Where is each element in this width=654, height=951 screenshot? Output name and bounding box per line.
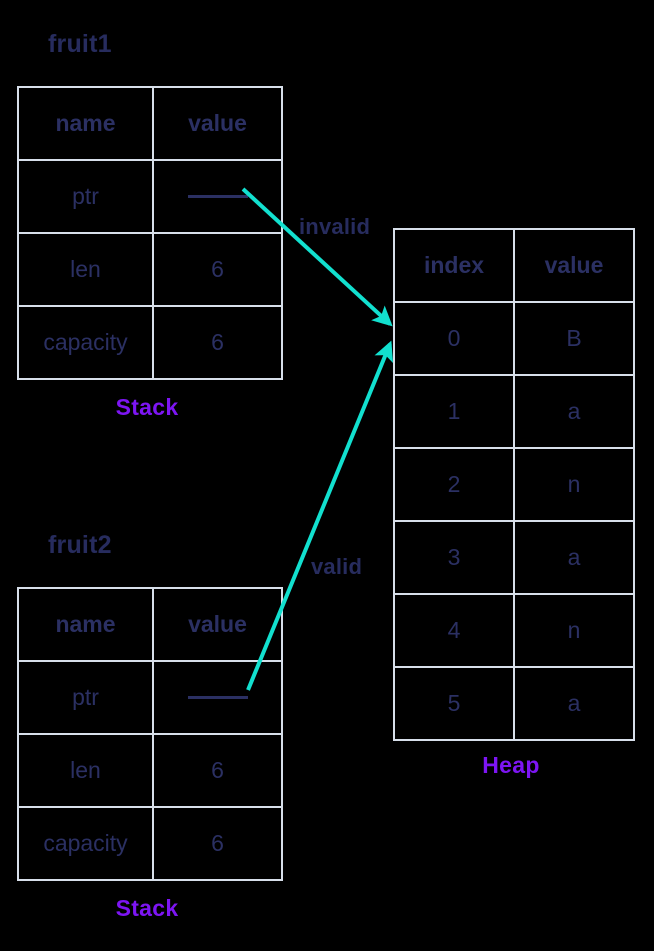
field-value-ptr (152, 660, 283, 735)
stack-table-fruit1: name value ptr len 6 capacity 6 (17, 86, 283, 380)
field-name-capacity: capacity (17, 305, 154, 380)
struct-label-fruit1: fruit1 (48, 30, 112, 58)
pointer-stub-icon (187, 195, 248, 198)
region-label-stack-fruit2: Stack (115, 895, 179, 921)
region-label-heap: Heap (482, 752, 540, 778)
table-row: 1 a (393, 374, 635, 449)
field-value-capacity: 6 (152, 305, 283, 380)
heap-index-0: 0 (393, 301, 515, 376)
table-row: 2 n (393, 447, 635, 522)
heap-index-2: 2 (393, 447, 515, 522)
table-row: 3 a (393, 520, 635, 595)
heap-index-3: 3 (393, 520, 515, 595)
field-name-ptr: ptr (17, 159, 154, 234)
table-row: ptr (17, 660, 283, 735)
table-row: capacity 6 (17, 305, 283, 380)
field-value-len: 6 (152, 232, 283, 307)
heap-value-0: B (513, 301, 635, 376)
arrow-label-invalid: invalid (299, 214, 371, 239)
heap-index-1: 1 (393, 374, 515, 449)
field-name-len: len (17, 733, 154, 808)
table-row: name value (17, 587, 283, 662)
column-header-value: value (152, 86, 283, 161)
struct-label-fruit2: fruit2 (48, 531, 112, 559)
heap-value-5: a (513, 666, 635, 741)
table-row: index value (393, 228, 635, 303)
heap-value-2: n (513, 447, 635, 522)
column-header-name: name (17, 587, 154, 662)
column-header-name: name (17, 86, 154, 161)
heap-index-4: 4 (393, 593, 515, 668)
table-row: name value (17, 86, 283, 161)
heap-index-5: 5 (393, 666, 515, 741)
heap-value-1: a (513, 374, 635, 449)
table-row: 4 n (393, 593, 635, 668)
column-header-value: value (513, 228, 635, 303)
stack-table-fruit2: name value ptr len 6 capacity 6 (17, 587, 283, 881)
field-value-capacity: 6 (152, 806, 283, 881)
heap-table: index value 0 B 1 a 2 n 3 a 4 n (393, 228, 635, 741)
field-name-len: len (17, 232, 154, 307)
pointer-stub-icon (187, 696, 248, 699)
arrow-label-valid: valid (311, 554, 363, 579)
heap-value-3: a (513, 520, 635, 595)
column-header-value: value (152, 587, 283, 662)
table-row: 5 a (393, 666, 635, 741)
table-row: 0 B (393, 301, 635, 376)
table-row: capacity 6 (17, 806, 283, 881)
region-label-stack-fruit1: Stack (115, 394, 179, 420)
field-name-ptr: ptr (17, 660, 154, 735)
table-row: ptr (17, 159, 283, 234)
table-row: len 6 (17, 232, 283, 307)
column-header-index: index (393, 228, 515, 303)
heap-value-4: n (513, 593, 635, 668)
field-value-ptr (152, 159, 283, 234)
field-name-capacity: capacity (17, 806, 154, 881)
table-row: len 6 (17, 733, 283, 808)
field-value-len: 6 (152, 733, 283, 808)
